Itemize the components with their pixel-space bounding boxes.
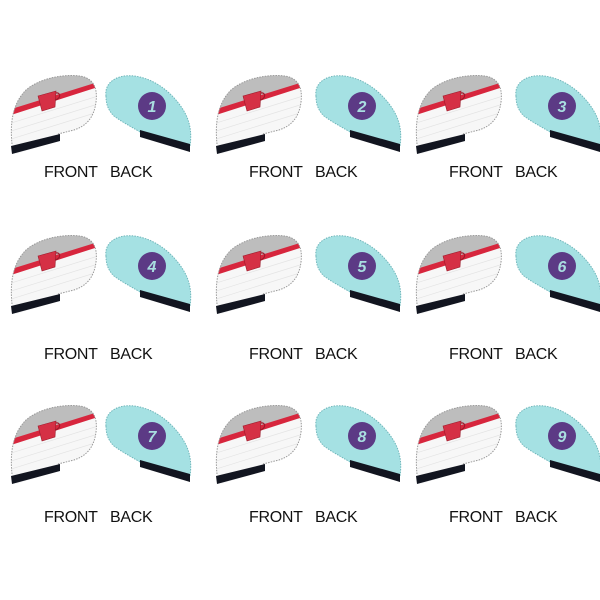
front-label: FRONT bbox=[44, 346, 98, 363]
back-label: BACK bbox=[110, 509, 153, 526]
back-label: BACK bbox=[110, 164, 153, 181]
back-cover-image: 5 bbox=[310, 234, 405, 319]
back-label: BACK bbox=[515, 509, 558, 526]
front-cover-image bbox=[8, 234, 98, 319]
front-label: FRONT bbox=[449, 509, 503, 526]
back-label: BACK bbox=[315, 346, 358, 363]
back-cover-image: 4 bbox=[100, 234, 195, 319]
front-cover-image bbox=[413, 404, 503, 489]
front-cover-image bbox=[413, 234, 503, 319]
front-cover-image bbox=[213, 74, 303, 159]
front-label: FRONT bbox=[44, 509, 98, 526]
club-number: 6 bbox=[558, 259, 567, 276]
back-cover-image: 3 bbox=[510, 74, 600, 159]
back-cover-image: 2 bbox=[310, 74, 405, 159]
back-label: BACK bbox=[515, 164, 558, 181]
back-cover-image: 9 bbox=[510, 404, 600, 489]
front-cover-image bbox=[413, 74, 503, 159]
front-cover-image bbox=[213, 234, 303, 319]
back-cover-image: 7 bbox=[100, 404, 195, 489]
back-label: BACK bbox=[110, 346, 153, 363]
back-label: BACK bbox=[315, 164, 358, 181]
club-number: 5 bbox=[358, 259, 368, 276]
club-number: 1 bbox=[148, 99, 157, 116]
front-label: FRONT bbox=[249, 164, 303, 181]
front-label: FRONT bbox=[249, 346, 303, 363]
back-cover-image: 8 bbox=[310, 404, 405, 489]
front-cover-image bbox=[213, 404, 303, 489]
front-cover-image bbox=[8, 404, 98, 489]
front-label: FRONT bbox=[449, 346, 503, 363]
club-number: 7 bbox=[148, 429, 158, 446]
front-label: FRONT bbox=[44, 164, 98, 181]
club-number: 2 bbox=[357, 99, 367, 116]
front-cover-image bbox=[8, 74, 98, 159]
back-cover-image: 1 bbox=[100, 74, 195, 159]
club-number: 4 bbox=[147, 259, 157, 276]
front-label: FRONT bbox=[449, 164, 503, 181]
club-number: 3 bbox=[558, 99, 567, 116]
back-label: BACK bbox=[515, 346, 558, 363]
front-label: FRONT bbox=[249, 509, 303, 526]
club-number: 9 bbox=[558, 429, 567, 446]
back-cover-image: 6 bbox=[510, 234, 600, 319]
club-number: 8 bbox=[358, 429, 367, 446]
back-label: BACK bbox=[315, 509, 358, 526]
